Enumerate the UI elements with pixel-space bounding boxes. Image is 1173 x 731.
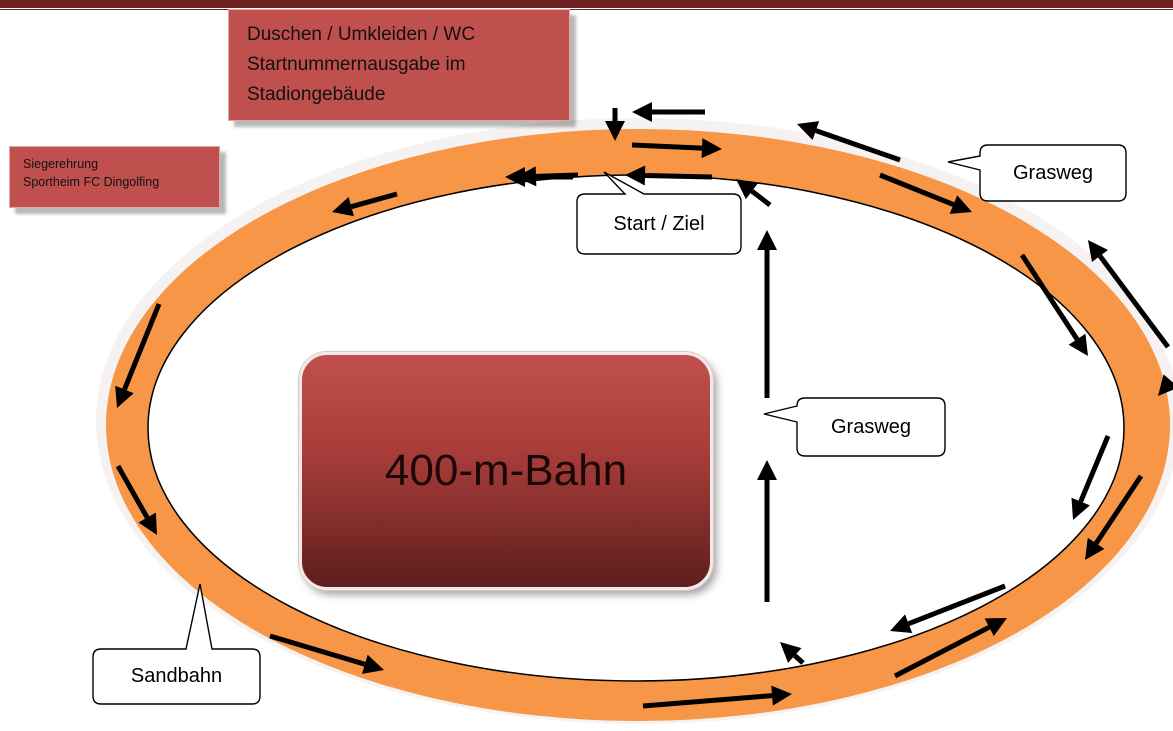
callout-grasweg-top-shape (947, 144, 1127, 202)
route-arrow (269, 633, 366, 667)
grasweg-inner-label: Grasweg (830, 415, 912, 438)
track-label-box: 400-m-Bahn (299, 352, 713, 590)
route-arrow-head (138, 512, 157, 535)
header-bar (0, 0, 1173, 8)
route-arrow (122, 303, 162, 391)
route-arrow (750, 189, 772, 207)
header-rule (0, 9, 1173, 10)
award-ceremony-box: Siegerehrung Sportheim FC Dingolfing (9, 146, 220, 208)
route-arrow (893, 624, 991, 679)
route-arrow-head (771, 685, 792, 706)
route-arrow (350, 191, 398, 210)
route-arrow-head (625, 165, 646, 186)
sandbahn-label: Sandbahn (130, 665, 223, 687)
route-arrow-head (505, 167, 525, 187)
route-arrow-head (115, 385, 134, 408)
route-arrow (642, 693, 773, 709)
facilities-line-2: Startnummernausgabe im (247, 54, 466, 75)
route-arrow-head (890, 614, 913, 634)
facilities-box: Duschen / Umkleiden / WC Startnummernaus… (228, 9, 570, 121)
route-arrow-head (332, 197, 354, 217)
route-arrow-head (701, 138, 722, 159)
route-arrow-head (361, 654, 384, 674)
facilities-line-1: Duschen / Umkleiden / WC (247, 24, 476, 45)
track-label-text: 400-m-Bahn (384, 446, 628, 495)
route-arrow-head (949, 195, 972, 214)
route-arrow-head (736, 179, 758, 200)
callout-grasweg-inner-shape (763, 397, 946, 457)
route-arrow (644, 172, 713, 180)
route-arrow-head (780, 642, 802, 663)
route-arrow (815, 128, 901, 163)
route-arrow-head (1071, 497, 1090, 520)
route-arrow (1097, 254, 1171, 349)
route-arrow-head (1088, 240, 1108, 263)
callout-start-ziel-shape (576, 171, 742, 255)
award-line-1: Siegerehrung (23, 157, 99, 171)
route-arrow-head (984, 618, 1007, 637)
route-arrow (907, 583, 1006, 627)
start-ziel-label: Start / Ziel (613, 212, 705, 235)
route-arrow (1019, 253, 1080, 341)
grasweg-top-label: Grasweg (1012, 161, 1094, 184)
route-arrow (1078, 435, 1111, 503)
route-arrow-head (605, 121, 625, 141)
route-arrow (879, 172, 955, 207)
route-arrow-head (797, 121, 820, 141)
facilities-line-3: Stadiongebäude (247, 84, 386, 105)
route-arrow-head (1085, 537, 1105, 560)
route-arrow-head (757, 230, 777, 250)
route-arrow (1094, 474, 1144, 545)
route-arrow (115, 464, 150, 519)
route-arrow-head (1158, 374, 1173, 396)
route-arrow (793, 653, 805, 665)
route-arrow-head (757, 460, 777, 480)
route-arrow (631, 142, 703, 151)
route-arrow-head (1068, 333, 1088, 356)
route-arrow-head (632, 102, 652, 122)
award-line-2: Sportheim FC Dingolfing (23, 175, 160, 189)
callout-sandbahn-shape (92, 583, 261, 705)
